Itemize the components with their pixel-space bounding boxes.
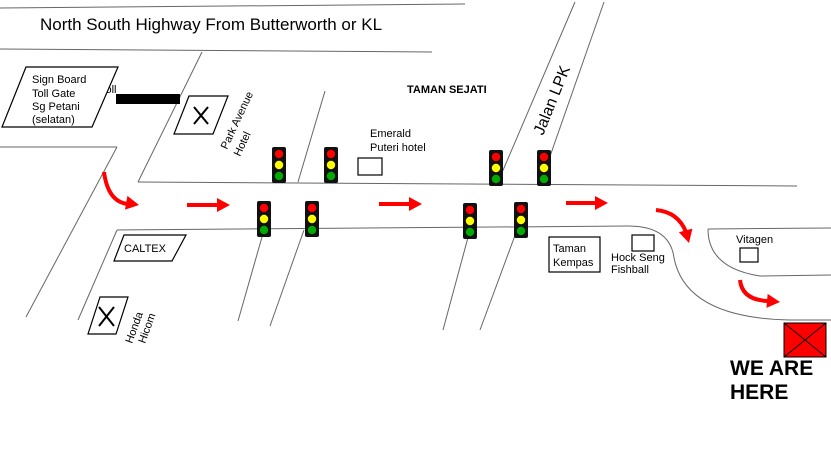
- sign-board-box: Sign Board Toll Gate Sg Petani (selatan): [1, 66, 119, 128]
- x-mark-icon: [193, 106, 209, 125]
- vitagen-box: [739, 247, 759, 263]
- we-are-here-line-2: HERE: [730, 381, 788, 404]
- traffic-light-icon: [514, 202, 528, 238]
- sign-board-line-1: Sign Board: [32, 74, 86, 86]
- taman-kempas-line-2: Kempas: [553, 257, 594, 269]
- red-arrow-icon: [102, 171, 139, 210]
- taman-sejati-label: TAMAN SEJATI: [407, 84, 487, 96]
- road-lines: [0, 1, 831, 331]
- traffic-light-icon: [257, 201, 271, 237]
- red-arrow-icon: [738, 279, 780, 308]
- taman-kempas-box: Taman Kempas: [548, 236, 601, 273]
- red-arrow-icon: [187, 198, 230, 212]
- red-arrows: [102, 171, 780, 308]
- sign-board-line-3: Sg Petani: [32, 101, 80, 113]
- emerald-label-2: Puteri hotel: [370, 142, 426, 154]
- traffic-light-icon: [537, 150, 551, 186]
- sign-board-line-4: (selatan): [32, 114, 75, 126]
- hock-seng-label-2: Fishball: [611, 264, 649, 276]
- emerald-label-1: Emerald: [370, 128, 411, 140]
- emerald-hotel-box: [357, 157, 383, 176]
- hock-seng-box: [631, 234, 655, 252]
- traffic-light-icon: [489, 150, 503, 186]
- honda-x-box: [87, 296, 129, 335]
- hock-seng-label-1: Hock Seng: [611, 252, 665, 264]
- sign-board-line-2: Toll Gate: [32, 88, 75, 100]
- red-arrow-icon: [566, 196, 608, 210]
- map-title: North South Highway From Butterworth or …: [40, 15, 382, 34]
- jalan-lpk-label: Jalan LPK: [531, 63, 574, 137]
- caltex-box: CALTEX: [113, 234, 188, 262]
- taman-kempas-line-1: Taman: [553, 243, 586, 255]
- caltex-label: CALTEX: [124, 243, 167, 255]
- traffic-light-icon: [272, 147, 286, 183]
- toll-gate-bar: [116, 94, 180, 104]
- red-arrow-icon: [379, 197, 422, 211]
- x-mark-icon: [98, 306, 115, 327]
- destination-marker-icon: [783, 322, 827, 358]
- traffic-light-icon: [463, 203, 477, 239]
- park-avenue-x-box: [173, 95, 229, 135]
- traffic-lights: [257, 147, 551, 239]
- vitagen-label: Vitagen: [736, 234, 773, 246]
- traffic-light-icon: [305, 201, 319, 237]
- traffic-light-icon: [324, 147, 338, 183]
- we-are-here-line-1: WE ARE: [730, 357, 813, 380]
- red-arrow-icon: [655, 208, 693, 243]
